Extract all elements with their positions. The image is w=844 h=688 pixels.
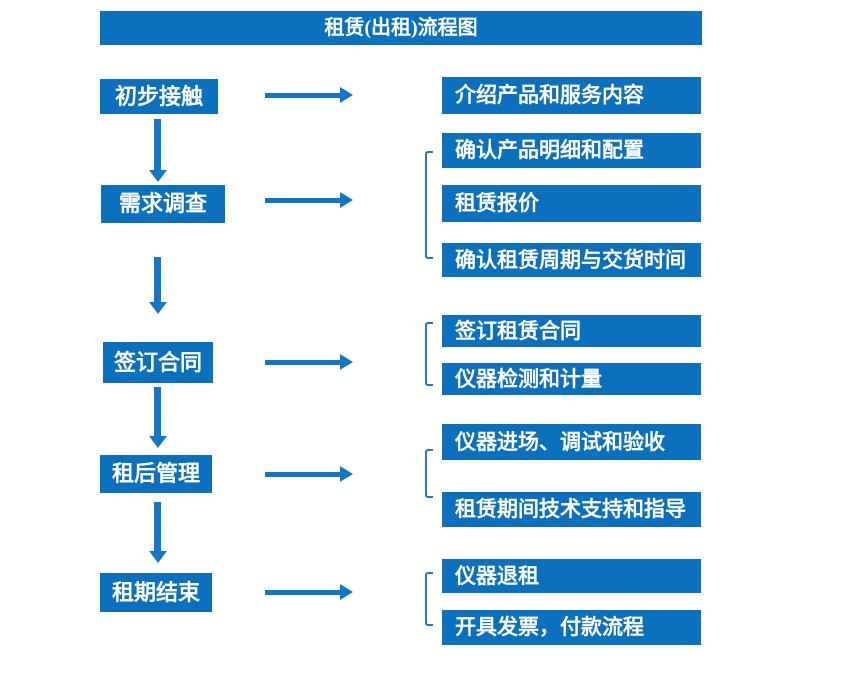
detail-box-instrument-install-acceptance: 仪器进场、调试和验收 — [442, 424, 701, 460]
bracket-sign-contract — [425, 322, 433, 386]
down-arrow-1 — [149, 119, 167, 182]
down-arrow-shaft — [154, 387, 161, 437]
step-box-initial-contact: 初步接触 — [100, 79, 218, 114]
detail-box-sign-rental-contract: 签订租赁合同 — [442, 315, 701, 347]
detail-box-rental-quote: 租赁报价 — [442, 185, 701, 222]
down-arrowhead-icon — [149, 170, 167, 182]
detail-box-instrument-return: 仪器退租 — [442, 559, 701, 593]
detail-box-instrument-test-metering: 仪器检测和计量 — [442, 363, 701, 395]
title-banner: 租赁(出租)流程图 — [100, 11, 702, 45]
step-box-rental-end: 租期结束 — [100, 573, 212, 612]
down-arrow-shaft — [154, 502, 161, 552]
detail-box-confirm-period-delivery: 确认租赁周期与交货时间 — [442, 243, 701, 277]
right-arrowhead-icon — [340, 87, 353, 103]
step-box-post-rental-management: 租后管理 — [100, 455, 212, 493]
right-arrow-shaft — [265, 198, 341, 203]
down-arrow-shaft — [154, 119, 161, 171]
detail-box-introduce-products: 介绍产品和服务内容 — [442, 77, 701, 114]
right-arrow-shaft — [265, 472, 341, 477]
right-arrow-5 — [265, 584, 353, 601]
detail-box-tech-support: 租赁期间技术支持和指导 — [442, 492, 701, 527]
bracket-rental-end — [425, 572, 433, 626]
right-arrowhead-icon — [340, 192, 353, 208]
right-arrow-4 — [265, 466, 353, 483]
right-arrow-shaft — [265, 93, 341, 98]
right-arrow-3 — [265, 354, 353, 371]
bracket-demand-survey — [425, 151, 433, 259]
down-arrow-shaft — [154, 257, 161, 303]
down-arrow-3 — [149, 387, 167, 448]
detail-box-invoice-payment: 开具发票，付款流程 — [442, 610, 701, 645]
step-box-demand-survey: 需求调查 — [101, 185, 225, 223]
right-arrowhead-icon — [340, 466, 353, 482]
step-box-sign-contract: 签订合同 — [103, 342, 213, 383]
right-arrow-shaft — [265, 590, 341, 595]
right-arrow-2 — [265, 192, 353, 209]
detail-box-confirm-product-config: 确认产品明细和配置 — [442, 133, 701, 168]
down-arrow-2 — [149, 257, 167, 314]
right-arrowhead-icon — [340, 584, 353, 600]
page-title: 租赁(出租)流程图 — [324, 17, 478, 39]
down-arrowhead-icon — [149, 302, 167, 314]
down-arrowhead-icon — [149, 436, 167, 448]
right-arrow-shaft — [265, 360, 341, 365]
down-arrow-4 — [149, 502, 167, 563]
right-arrow-1 — [265, 87, 353, 104]
bracket-post-rental — [425, 449, 433, 498]
down-arrowhead-icon — [149, 551, 167, 563]
right-arrowhead-icon — [340, 354, 353, 370]
